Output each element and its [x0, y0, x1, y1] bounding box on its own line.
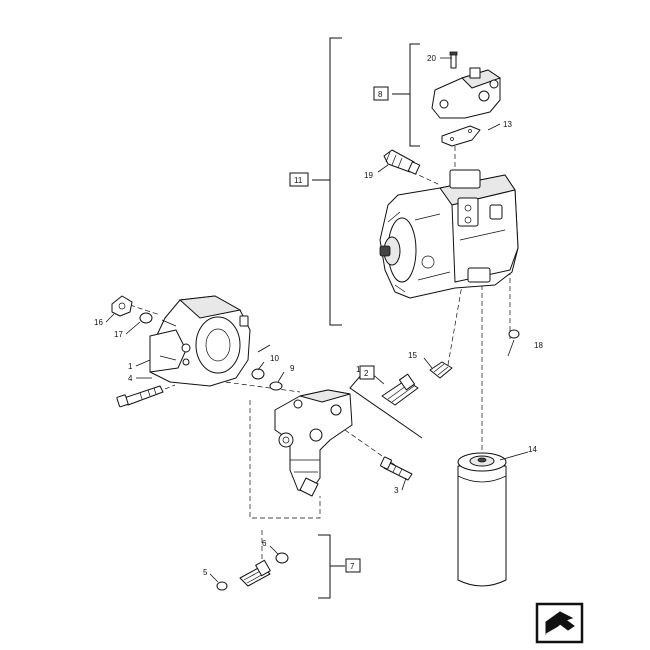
center-line-motor-block — [209, 379, 301, 393]
callout-4[interactable]: 4 — [128, 374, 133, 383]
bolt-3 — [380, 456, 413, 481]
center-line-fitting-15 — [447, 284, 463, 366]
pin-20 — [449, 51, 458, 69]
motor-1 — [149, 295, 251, 387]
callout-2[interactable]: 2 — [364, 369, 369, 378]
callout-1[interactable]: 1 — [128, 362, 133, 371]
bracket-7 — [318, 534, 345, 599]
filter-14 — [457, 452, 507, 587]
fitting-12 — [381, 373, 419, 406]
ring-6 — [275, 552, 289, 564]
washer-17 — [139, 312, 153, 324]
callout-7[interactable]: 7 — [350, 562, 355, 571]
control-valve — [431, 67, 502, 119]
center-line-sensor — [411, 171, 441, 186]
callout-3[interactable]: 3 — [394, 486, 399, 495]
center-line-block-lower — [249, 400, 321, 519]
callout-17[interactable]: 17 — [114, 330, 123, 339]
callout-13[interactable]: 13 — [503, 120, 512, 129]
valve-block-2 — [274, 389, 353, 497]
callout-19[interactable]: 19 — [364, 171, 373, 180]
hydraulic-pump — [379, 169, 519, 299]
callout-9[interactable]: 9 — [290, 364, 295, 373]
fitting-lower — [239, 559, 271, 587]
ring-9 — [269, 381, 283, 391]
ring-18 — [508, 329, 520, 339]
gasket-13 — [441, 125, 481, 147]
bolt-4 — [116, 385, 164, 408]
center-line-16-17 — [129, 304, 161, 316]
fitting-16 — [111, 295, 133, 317]
callout-box-8 — [373, 86, 389, 101]
callout-18[interactable]: 18 — [534, 341, 543, 350]
sensor-19 — [383, 149, 421, 175]
callout-20[interactable]: 20 — [427, 54, 436, 63]
arrow-box-icon[interactable] — [535, 602, 584, 644]
callout-box-7 — [345, 558, 361, 573]
callout-10[interactable]: 10 — [270, 354, 279, 363]
ring-10 — [251, 368, 265, 380]
bracket-2 — [257, 344, 423, 439]
ring-5 — [216, 581, 228, 591]
callout-box-11 — [289, 172, 309, 187]
callout-15[interactable]: 15 — [408, 351, 417, 360]
callout-16[interactable]: 16 — [94, 318, 103, 327]
bracket-8 — [392, 43, 420, 147]
callout-6[interactable]: 6 — [262, 539, 267, 548]
fitting-15 — [429, 361, 453, 379]
bracket-11 — [312, 37, 342, 326]
callout-box-2 — [359, 365, 375, 380]
callout-5[interactable]: 5 — [203, 568, 208, 577]
callout-14[interactable]: 14 — [528, 445, 537, 454]
callout-11[interactable]: 11 — [294, 176, 303, 185]
callout-8[interactable]: 8 — [378, 90, 383, 99]
